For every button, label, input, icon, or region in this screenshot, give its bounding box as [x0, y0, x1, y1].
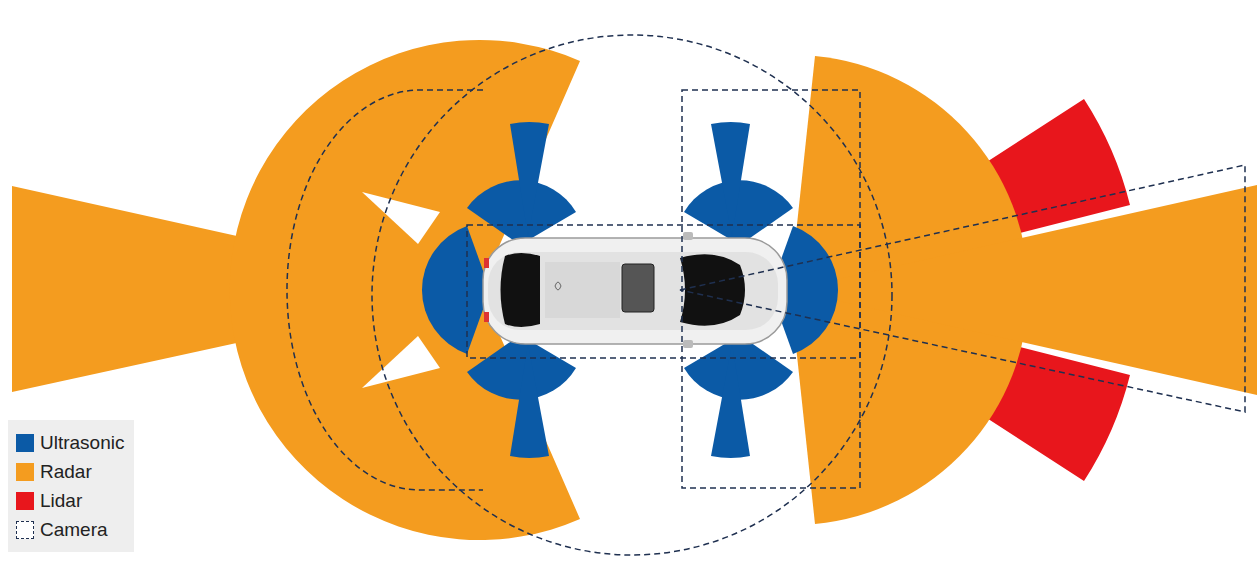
legend-item: Lidar	[16, 486, 124, 515]
car	[483, 232, 787, 348]
legend-label: Camera	[40, 519, 108, 541]
legend-item: Camera	[16, 515, 124, 544]
legend-item: Radar	[16, 457, 124, 486]
legend-label: Lidar	[40, 490, 82, 512]
legend-swatch	[16, 521, 34, 539]
legend-swatch	[16, 434, 34, 452]
legend-swatch	[16, 492, 34, 510]
ultrasonic-coverage	[422, 122, 838, 458]
legend-item: Ultrasonic	[16, 428, 124, 457]
legend-swatch	[16, 463, 34, 481]
legend-label: Radar	[40, 461, 92, 483]
legend: UltrasonicRadarLidarCamera	[8, 420, 134, 552]
legend-label: Ultrasonic	[40, 432, 124, 454]
camera-coverage	[287, 35, 1245, 555]
